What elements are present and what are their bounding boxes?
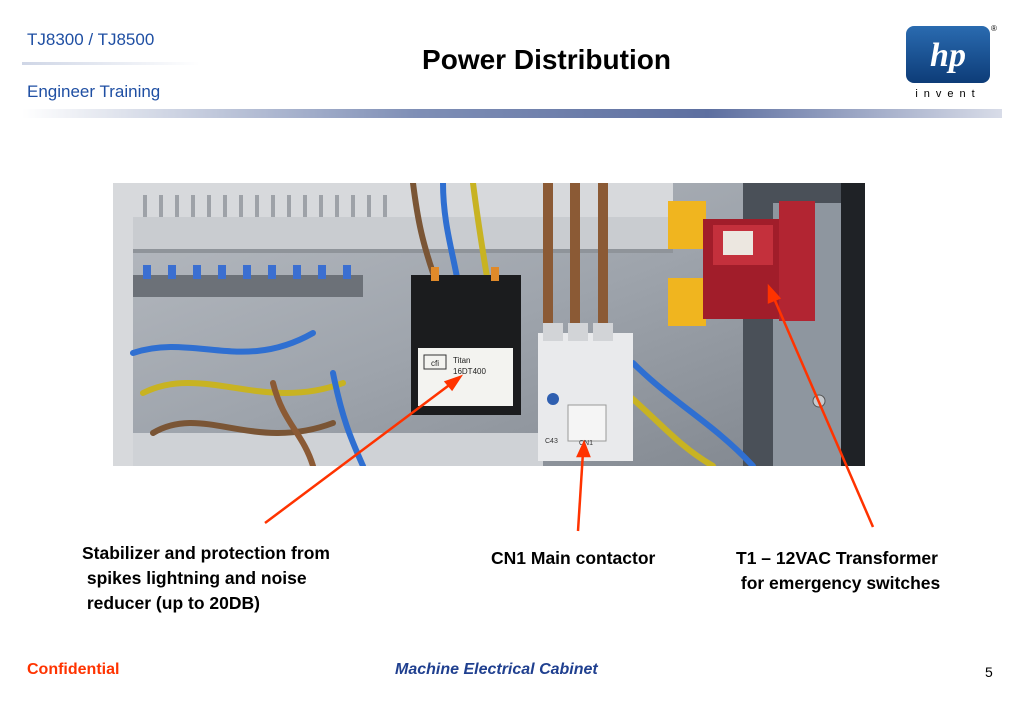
- header-band: [22, 109, 1002, 118]
- arrow-stabilizer: [264, 381, 453, 525]
- c43-label: C43: [545, 438, 558, 445]
- cn1-label: CN1: [579, 440, 593, 447]
- model-title: TJ8300 / TJ8500: [27, 30, 155, 49]
- footer-title: Machine Electrical Cabinet: [395, 661, 598, 678]
- caption-transformer: T1 – 12VAC Transformer for emergency swi…: [736, 548, 941, 593]
- subtitle: Engineer Training: [27, 82, 161, 101]
- titan-brand: Titan: [453, 356, 471, 365]
- titan-model: 16DT400: [453, 367, 486, 376]
- page-number: 5: [985, 664, 993, 680]
- header-rule: [22, 62, 200, 65]
- caption-stabilizer: Stabilizer and protection from spikes li…: [82, 543, 330, 613]
- arrow-transformer: [771, 295, 875, 528]
- arrow-contactor-head: [576, 439, 591, 458]
- arrow-stabilizer-head: [443, 374, 464, 392]
- hp-logo: hp: [906, 26, 990, 83]
- arrow-transformer-head: [767, 283, 782, 304]
- arrow-contactor: [576, 451, 585, 532]
- logo-tagline: invent: [915, 88, 981, 100]
- caption-contactor: CN1 Main contactor: [491, 548, 656, 568]
- confidential-label: Confidential: [27, 661, 120, 678]
- logo-brand: hp: [930, 37, 966, 74]
- page-title: Power Distribution: [422, 44, 671, 75]
- hp-logo-icon: hp: [930, 37, 966, 74]
- cabinet-photo: cfi Titan 16DT400 C43 CN1: [113, 183, 865, 466]
- cfi-label: cfi: [431, 359, 439, 368]
- registered-mark: ®: [991, 24, 997, 33]
